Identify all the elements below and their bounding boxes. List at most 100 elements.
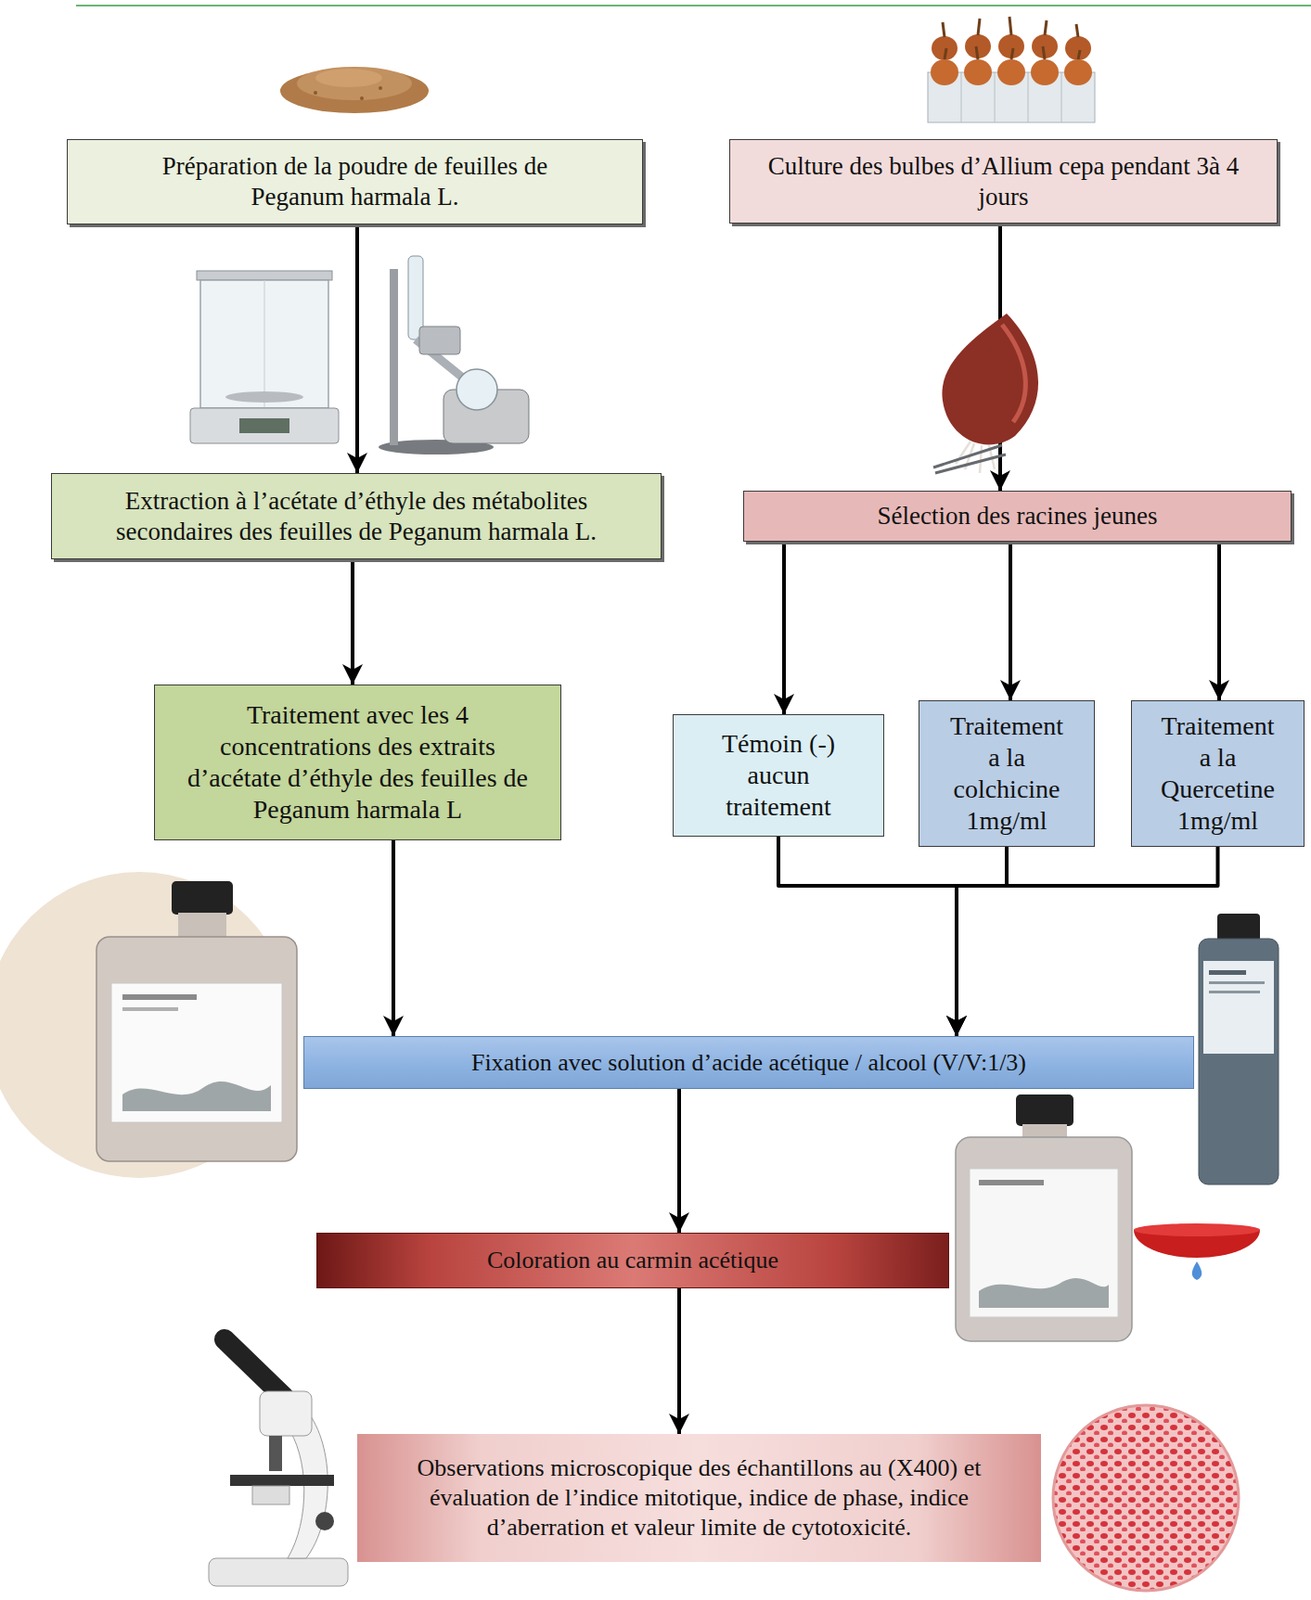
fixative-bottle xyxy=(122,994,197,1001)
balance-illustration xyxy=(190,408,339,444)
flow-arrow xyxy=(350,559,355,685)
powder-pile xyxy=(280,66,429,114)
flow-arrow xyxy=(677,1288,682,1435)
microscope-illustration xyxy=(269,1436,283,1472)
flow-arrow xyxy=(391,840,396,1037)
stain-bottle xyxy=(978,1278,1109,1309)
flow-arrow xyxy=(956,847,1219,1037)
box-text: Fixation avec solution d’acide acétique … xyxy=(471,1048,1027,1079)
solvent-bottle xyxy=(1203,961,1274,1054)
stain-dish xyxy=(1133,1223,1260,1281)
onion-tray xyxy=(1028,72,1029,123)
solvent-bottle xyxy=(1208,990,1260,994)
rotary-evaporator xyxy=(419,326,461,355)
flow-arrow xyxy=(956,847,1007,1037)
powder-pile xyxy=(359,96,364,101)
fixative-bottle xyxy=(122,1007,179,1012)
onion-tray xyxy=(1030,59,1059,86)
solvent-bottle xyxy=(1208,970,1247,976)
microscope-illustration xyxy=(208,1558,348,1587)
rotary-evaporator xyxy=(378,256,529,455)
balance-illustration xyxy=(190,270,339,444)
balance-illustration xyxy=(239,418,290,434)
stain-bottle xyxy=(955,1137,1132,1342)
top-rule xyxy=(76,4,1311,7)
fixative-bottle xyxy=(96,937,297,1162)
microscope-illustration xyxy=(224,1339,284,1398)
cell-view xyxy=(1053,1405,1239,1592)
powder-pile xyxy=(313,90,318,95)
flow-arrow xyxy=(1008,541,1013,701)
onion-tray xyxy=(963,59,992,86)
step-band: Coloration au carmin acétique xyxy=(316,1233,950,1289)
powder-pile xyxy=(378,86,383,90)
balance-illustration xyxy=(264,280,266,409)
solvent-bottle xyxy=(1198,913,1279,1185)
flow-arrow xyxy=(677,1089,682,1234)
box-text: Coloration au carmin acétique xyxy=(487,1246,779,1276)
process-box: Sélection des racines jeunes xyxy=(743,490,1292,542)
rotary-evaporator xyxy=(456,369,498,411)
onion-bulb xyxy=(933,445,1006,474)
rotary-evaporator xyxy=(389,269,399,446)
onion-tray xyxy=(930,59,959,86)
box-text: Traitement avec les 4 concentrations des… xyxy=(169,699,546,827)
powder-pile xyxy=(296,66,412,101)
flow-arrow xyxy=(782,541,786,715)
box-text: Préparation de la poudre de feuilles de … xyxy=(114,151,596,213)
onion-tray xyxy=(942,16,1080,60)
microscope-illustration xyxy=(315,1512,335,1531)
flow-arrow xyxy=(778,836,957,1037)
onion-tray xyxy=(997,59,1026,86)
onion-bulb xyxy=(1002,324,1026,423)
onion-bulb xyxy=(933,313,1039,474)
microscope-illustration xyxy=(252,1486,290,1505)
onion-tray xyxy=(1064,59,1093,86)
box-text: Observations microscopique des échantill… xyxy=(381,1453,1017,1543)
fixative-bottle xyxy=(122,1081,271,1112)
cell-view xyxy=(1053,1405,1239,1592)
process-box: Préparation de la poudre de feuilles de … xyxy=(66,139,643,225)
treatment-box: Traitement a la Quercetine 1mg/ml xyxy=(1131,700,1305,848)
onion-bulb xyxy=(941,313,1039,445)
stain-bottle xyxy=(969,1169,1119,1318)
microscope-illustration xyxy=(259,1391,312,1437)
solvent-bottle xyxy=(1208,981,1265,985)
control-box: Témoin (-) aucun traitement xyxy=(672,714,885,837)
stain-bottle xyxy=(978,1180,1044,1186)
solvent-bottle xyxy=(1217,913,1260,942)
stain-dish xyxy=(1192,1261,1203,1281)
process-box: Traitement avec les 4 concentrations des… xyxy=(154,684,562,841)
balance-illustration xyxy=(196,270,333,281)
microscope-illustration xyxy=(230,1475,335,1487)
step-band: Fixation avec solution d’acide acétique … xyxy=(303,1036,1195,1090)
stain-bottle xyxy=(1015,1094,1074,1127)
stain-bottle xyxy=(955,1094,1132,1342)
result-band: Observations microscopique des échantill… xyxy=(357,1434,1042,1563)
flow-arrow xyxy=(355,224,360,474)
box-text: Traitement a la colchicine 1mg/ml xyxy=(941,710,1072,838)
box-text: Sélection des racines jeunes xyxy=(876,501,1157,532)
box-text: Témoin (-) aucun traitement xyxy=(701,728,856,823)
box-text: Traitement a la Quercetine 1mg/ml xyxy=(1153,710,1283,838)
box-text: Extraction à l’acétate d’éthyle des méta… xyxy=(76,486,637,548)
treatment-box: Traitement a la colchicine 1mg/ml xyxy=(918,700,1095,848)
microscope-illustration xyxy=(208,1339,348,1587)
balance-illustration xyxy=(225,391,304,403)
onion-tray xyxy=(1061,72,1063,123)
fixative-bottle xyxy=(111,983,283,1123)
fixative-bottle xyxy=(171,881,233,915)
process-box: Culture des bulbes d’Allium cepa pendant… xyxy=(729,139,1278,224)
solvent-bottle xyxy=(1198,938,1279,1185)
fixative-bottle xyxy=(0,872,297,1179)
balance-illustration xyxy=(200,280,329,409)
onion-tray xyxy=(927,16,1095,123)
top-rule xyxy=(76,5,1311,7)
flow-arrow xyxy=(1217,541,1222,701)
onion-tray xyxy=(994,72,996,123)
process-box: Extraction à l’acétate d’éthyle des méta… xyxy=(51,473,662,560)
onion-tray xyxy=(961,72,963,123)
box-text: Culture des bulbes d’Allium cepa pendant… xyxy=(758,151,1249,213)
stain-dish xyxy=(1133,1223,1260,1237)
